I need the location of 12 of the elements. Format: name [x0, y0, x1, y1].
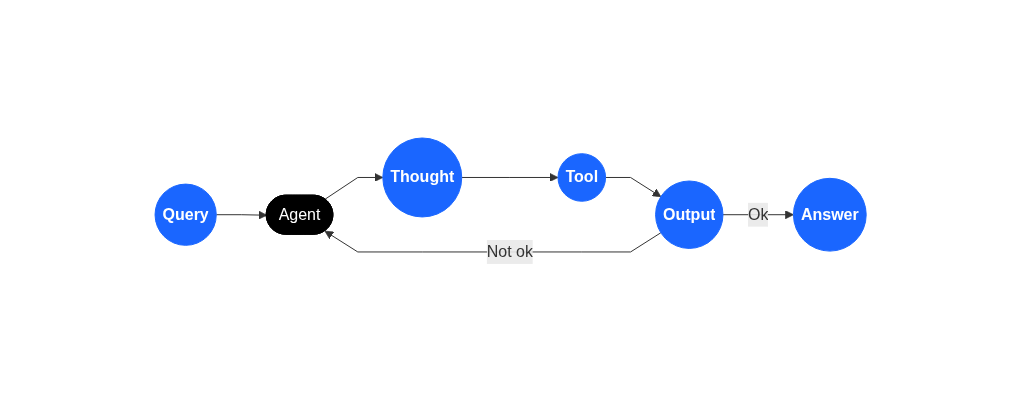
edge-label: Ok	[747, 205, 769, 223]
node-circle: Query	[154, 183, 217, 246]
arrow	[461, 173, 559, 182]
arrow	[604, 177, 662, 198]
node-circle: Thought	[382, 137, 463, 218]
node-circle: Output	[654, 180, 724, 249]
edge-label: Not ok	[486, 242, 533, 260]
arrow	[324, 173, 384, 200]
arrow	[215, 210, 268, 220]
arrow	[722, 210, 794, 220]
node-circle: Tool	[557, 153, 606, 202]
node-circle: Answer	[792, 177, 867, 252]
